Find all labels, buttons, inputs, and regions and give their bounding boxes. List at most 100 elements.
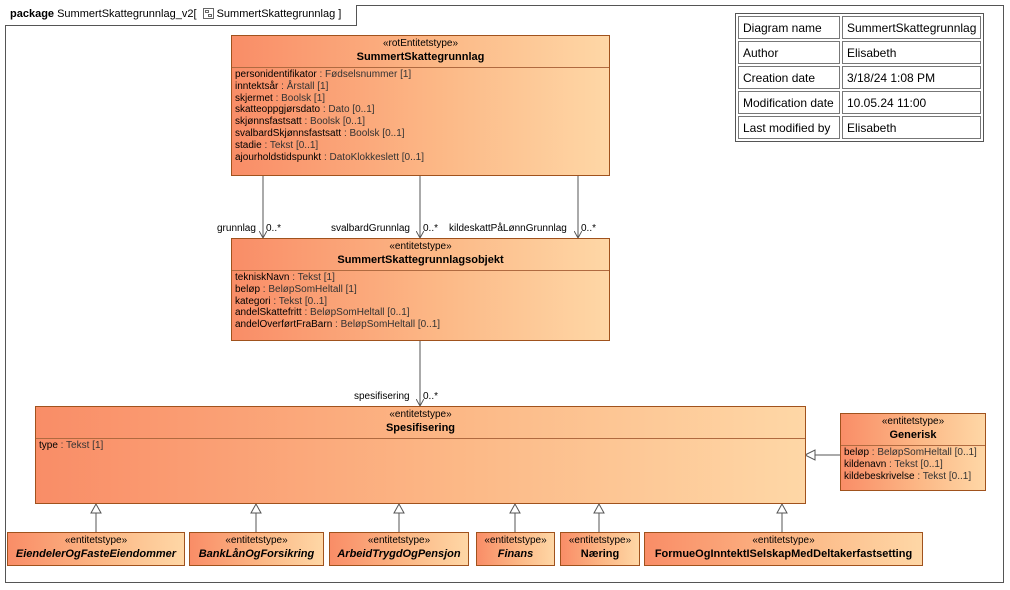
attribute-row: personidentifikator : Fødselsnummer [1] (235, 69, 609, 81)
class-header: «entitetstype» Spesifisering (36, 407, 805, 439)
class-naering[interactable]: «entitetstype» Næring (560, 532, 640, 566)
package-name: SummertSkattegrunnlag_v2 (57, 8, 194, 20)
class-formueoginntektiselskapmeddeltakerfastsetting[interactable]: «entitetstype» FormueOgInntektISelskapMe… (644, 532, 923, 566)
package-keyword: package (10, 8, 55, 20)
class-stereotype: «entitetstype» (484, 535, 547, 546)
attribute-row: ajourholdstidspunkt : DatoKlokkeslett [0… (235, 152, 609, 164)
generalization-sub6[interactable] (776, 502, 788, 532)
class-summertskattegrunnlag[interactable]: «rotEntitetstype» SummertSkattegrunnlag … (231, 35, 610, 176)
attribute-name: inntektsår (235, 80, 279, 92)
class-header: «entitetstype» Næring (561, 533, 639, 564)
class-banklanogforsikring[interactable]: «entitetstype» BankLånOgForsikring (189, 532, 324, 566)
class-summertskattegrunnlagsobjekt[interactable]: «entitetstype» SummertSkattegrunnlagsobj… (231, 238, 610, 341)
class-header: «entitetstype» SummertSkattegrunnlagsobj… (232, 239, 609, 271)
attribute-row: tekniskNavn : Tekst [1] (235, 272, 609, 284)
class-stereotype: «entitetstype» (752, 535, 815, 546)
info-key: Creation date (738, 66, 840, 89)
attribute-type: : Tekst [0..1] (270, 295, 328, 307)
attribute-row: skatteoppgjørsdato : Dato [0..1] (235, 104, 609, 116)
class-name: Finans (497, 548, 534, 560)
attribute-row: type : Tekst [1] (39, 440, 805, 452)
attribute-type: : Tekst [1] (57, 440, 104, 451)
attribute-row: svalbardSkjønnsfastsatt : Boolsk [0..1] (235, 128, 609, 140)
attribute-name: beløp (844, 447, 870, 458)
attribute-name: stadie (235, 139, 262, 151)
attribute-type: : Tekst [0..1] (261, 139, 319, 151)
generalization-sub4[interactable] (509, 502, 521, 532)
role-label-grunnlag: grunnlag (217, 223, 256, 234)
class-stereotype: «entitetstype» (881, 416, 945, 427)
class-name: FormueOgInntektISelskapMedDeltakerfastse… (654, 548, 913, 560)
role-label-spesifisering: spesifisering (354, 391, 410, 402)
class-header: «entitetstype» Finans (477, 533, 554, 564)
attribute-row: kategori : Tekst [0..1] (235, 296, 609, 308)
role-label-kildeskatt: kildeskattPåLønnGrunnlag (449, 223, 567, 234)
class-name: ArbeidTrygdOgPensjon (337, 548, 461, 560)
generalization-sub1[interactable] (90, 502, 102, 532)
generalization-sub5[interactable] (593, 502, 605, 532)
attribute-type: : Tekst [0..1] (886, 458, 943, 470)
class-stereotype: «rotEntitetstype» (382, 38, 459, 49)
class-name: BankLånOgForsikring (198, 548, 315, 560)
generalization-generisk-arrowhead (803, 449, 816, 461)
class-finans[interactable]: «entitetstype» Finans (476, 532, 555, 566)
attribute-type: : Boolsk [0..1] (341, 127, 405, 139)
class-attributes: beløp : BeløpSomHeltall [0..1] kildenavn… (841, 446, 985, 482)
info-key: Modification date (738, 91, 840, 114)
attribute-name: type (39, 440, 58, 451)
multiplicity-label-kildeskatt: 0..* (581, 223, 597, 234)
attribute-name: beløp (235, 283, 261, 295)
info-key: Diagram name (738, 16, 840, 39)
class-stereotype: «entitetstype» (568, 535, 632, 546)
bracket-open: [ (193, 8, 197, 20)
info-value: Elisabeth (842, 41, 982, 64)
attribute-name: andelOverførtFraBarn (235, 319, 333, 331)
class-spesifisering[interactable]: «entitetstype» Spesifisering type : Teks… (35, 406, 806, 504)
generalization-sub3[interactable] (393, 502, 405, 532)
attribute-row: kildebeskrivelse : Tekst [0..1] (844, 471, 985, 483)
class-name: Næring (580, 548, 620, 560)
class-name: Spesifisering (385, 422, 456, 434)
attribute-type: : BeløpSomHeltall [1] (260, 283, 357, 295)
class-generisk[interactable]: «entitetstype» Generisk beløp : BeløpSom… (840, 413, 986, 491)
multiplicity-label-spesifisering: 0..* (423, 391, 439, 402)
attribute-type: : BeløpSomHeltall [0..1] (332, 319, 441, 331)
diagram-name: SummertSkattegrunnlag (216, 8, 336, 20)
class-eiendelerogfasteeiendommer[interactable]: «entitetstype» EiendelerOgFasteEiendomme… (7, 532, 185, 566)
attribute-row: beløp : BeløpSomHeltall [0..1] (844, 447, 985, 459)
class-diagram-icon (202, 8, 214, 19)
class-stereotype: «entitetstype» (367, 535, 431, 546)
attribute-type: : Boolsk [0..1] (301, 116, 366, 128)
class-attributes: personidentifikator : Fødselsnummer [1] … (232, 68, 609, 163)
attribute-type: : Tekst [0..1] (914, 470, 972, 482)
class-attributes: type : Tekst [1] (36, 439, 805, 452)
class-name: EiendelerOgFasteEiendommer (15, 548, 177, 560)
attribute-type: : BeløpSomHeltall [0..1] (869, 447, 977, 458)
attribute-type: : Årstall [1] (278, 80, 329, 92)
attribute-row: andelSkattefritt : BeløpSomHeltall [0..1… (235, 307, 609, 319)
attribute-name: personidentifikator (235, 69, 317, 80)
attribute-name: skjønnsfastsatt (235, 116, 302, 128)
attribute-name: andelSkattefritt (235, 307, 302, 319)
info-key: Last modified by (738, 116, 840, 139)
attribute-name: ajourholdstidspunkt (235, 151, 322, 163)
bracket-close: ] (338, 8, 342, 20)
class-header: «entitetstype» BankLånOgForsikring (190, 533, 323, 564)
attribute-type: : Dato [0..1] (320, 104, 375, 116)
info-key: Author (738, 41, 840, 64)
attribute-name: kategori (235, 295, 271, 307)
class-stereotype: «entitetstype» (389, 409, 452, 420)
class-arbeidtrygdogpensjon[interactable]: «entitetstype» ArbeidTrygdOgPensjon (329, 532, 469, 566)
attribute-row: stadie : Tekst [0..1] (235, 140, 609, 152)
class-name: SummertSkattegrunnlag (356, 51, 485, 63)
class-attributes: tekniskNavn : Tekst [1] beløp : BeløpSom… (232, 271, 609, 331)
attribute-row: andelOverførtFraBarn : BeløpSomHeltall [… (235, 319, 609, 331)
generalization-sub2[interactable] (250, 502, 262, 532)
info-value: 3/18/24 1:08 PM (842, 66, 982, 89)
attribute-name: skatteoppgjørsdato (235, 104, 321, 116)
class-name: Generisk (889, 429, 937, 441)
